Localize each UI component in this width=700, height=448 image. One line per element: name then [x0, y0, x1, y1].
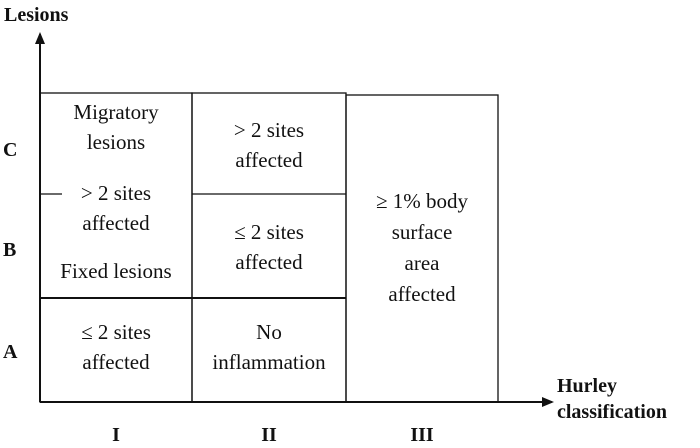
y-level-b: B: [3, 239, 16, 261]
cell-i-bc-line2: affected: [82, 211, 150, 235]
cell-ii-c-line1: > 2 sites: [234, 118, 304, 142]
x-level-ii: II: [261, 424, 277, 446]
y-axis-title: Lesions: [4, 4, 69, 26]
cell-ii-b-line2: affected: [235, 250, 303, 274]
cell-ii-c-line2: affected: [235, 148, 303, 172]
x-axis-title-line2: classification: [557, 401, 667, 423]
cell-ii-a-line2: inflammation: [212, 350, 326, 374]
x-level-iii: III: [410, 424, 434, 446]
cell-iii-line3: area: [405, 251, 441, 275]
cell-i-a-line2: affected: [82, 350, 150, 374]
cell-ii-b-line1: ≤ 2 sites: [234, 220, 304, 244]
cell-i-bc-line1: > 2 sites: [81, 181, 151, 205]
x-level-i: I: [112, 424, 120, 446]
cell-iii-line2: surface: [392, 220, 453, 244]
x-axis-title-line1: Hurley: [557, 375, 617, 397]
cell-iii-line4: affected: [388, 282, 456, 306]
column-iii-box: [345, 94, 499, 403]
diagram-grid: [39, 92, 499, 403]
cell-i-c-line1: Migratory: [73, 100, 159, 124]
cell-ii-a-line1: No: [256, 320, 282, 344]
y-level-c: C: [3, 139, 17, 161]
cell-i-a-line1: ≤ 2 sites: [81, 320, 151, 344]
y-level-a: A: [3, 341, 18, 363]
cell-i-b-line1: Fixed lesions: [60, 259, 171, 283]
cell-i-c-line2: lesions: [87, 130, 145, 154]
cell-iii-line1: ≥ 1% body: [376, 189, 469, 213]
